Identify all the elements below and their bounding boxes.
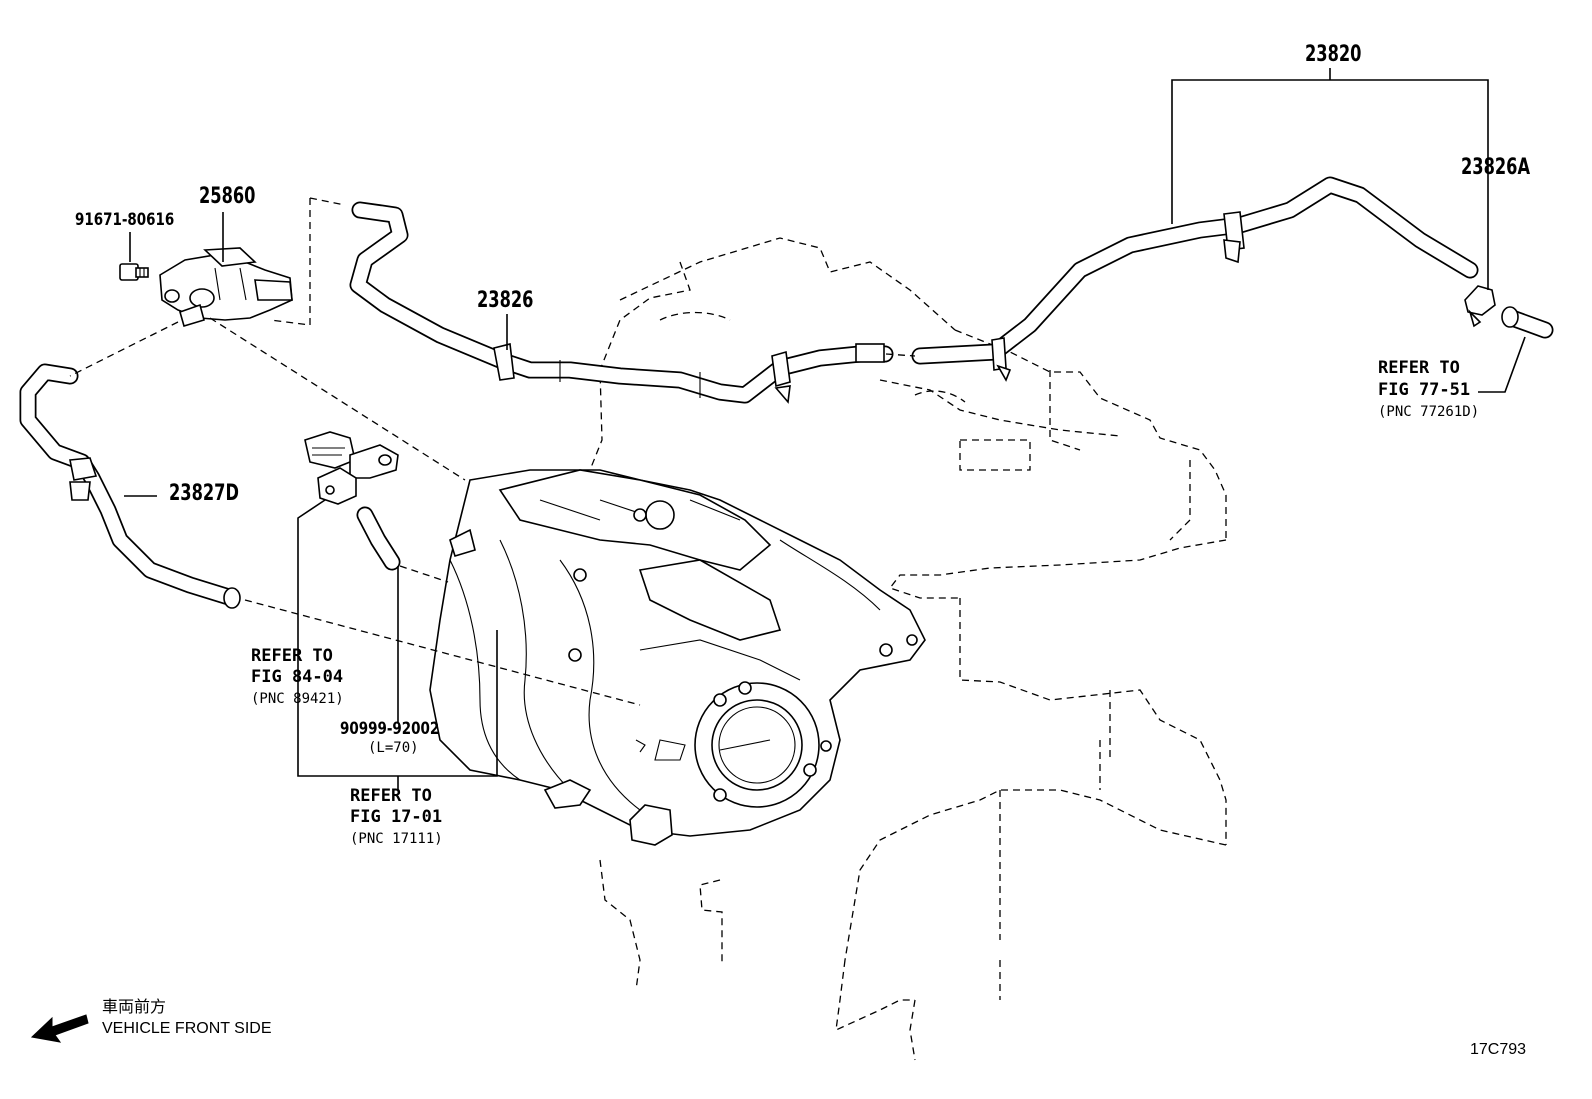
part-label-23820[interactable]: 23820 xyxy=(1305,42,1362,67)
engine-block-outline xyxy=(589,237,1227,1061)
ref-fig-77-51-link[interactable]: FIG 77-51 xyxy=(1378,380,1471,400)
ref-fig-17-01-pnc: (PNC 17111) xyxy=(350,831,443,847)
ref-fig-17-01-line1: REFER TO xyxy=(350,786,432,806)
leader-lines xyxy=(124,68,1526,790)
part-label-91671-80616[interactable]: 91671-80616 xyxy=(75,210,175,230)
part-label-25860[interactable]: 25860 xyxy=(199,184,256,209)
diagram-code: 17C793 xyxy=(1470,1041,1527,1058)
ref-fig-84-04-pnc: (PNC 89421) xyxy=(251,691,344,707)
bolt-91671-80616 xyxy=(119,263,149,281)
intake-manifold xyxy=(429,469,926,846)
ref-fig-17-01-link[interactable]: FIG 17-01 xyxy=(350,807,443,827)
hose-90999-92002 xyxy=(356,506,401,571)
ref-fig-84-04-line1: REFER TO xyxy=(251,646,333,666)
clamp-23826A xyxy=(1464,285,1496,328)
part-label-23826A[interactable]: 23826A xyxy=(1461,155,1531,180)
connection-lines xyxy=(69,197,916,706)
ref-fig-77-51-line1: REFER TO xyxy=(1378,358,1460,378)
part-label-23827D[interactable]: 23827D xyxy=(169,481,239,506)
ref-fig-84-04-link[interactable]: FIG 84-04 xyxy=(251,667,344,687)
hose-23827D xyxy=(19,363,241,609)
vsv-25860 xyxy=(159,247,293,327)
part-label-90999-92002[interactable]: 90999-92002 xyxy=(340,719,440,739)
hose-23820 xyxy=(911,176,1479,382)
vehicle-front-jp: 車両前方 xyxy=(102,999,167,1016)
pipe-right xyxy=(1501,306,1554,339)
hose-23826 xyxy=(349,201,894,404)
pressure-sensor xyxy=(304,431,399,505)
vehicle-front-en: VEHICLE FRONT SIDE xyxy=(102,1020,272,1037)
part-label-23826[interactable]: 23826 xyxy=(477,288,534,313)
part-length-note: (L=70) xyxy=(368,740,419,756)
ref-fig-77-51-pnc: (PNC 77261D) xyxy=(1378,404,1480,420)
arrow-left-down-icon xyxy=(30,1014,89,1043)
